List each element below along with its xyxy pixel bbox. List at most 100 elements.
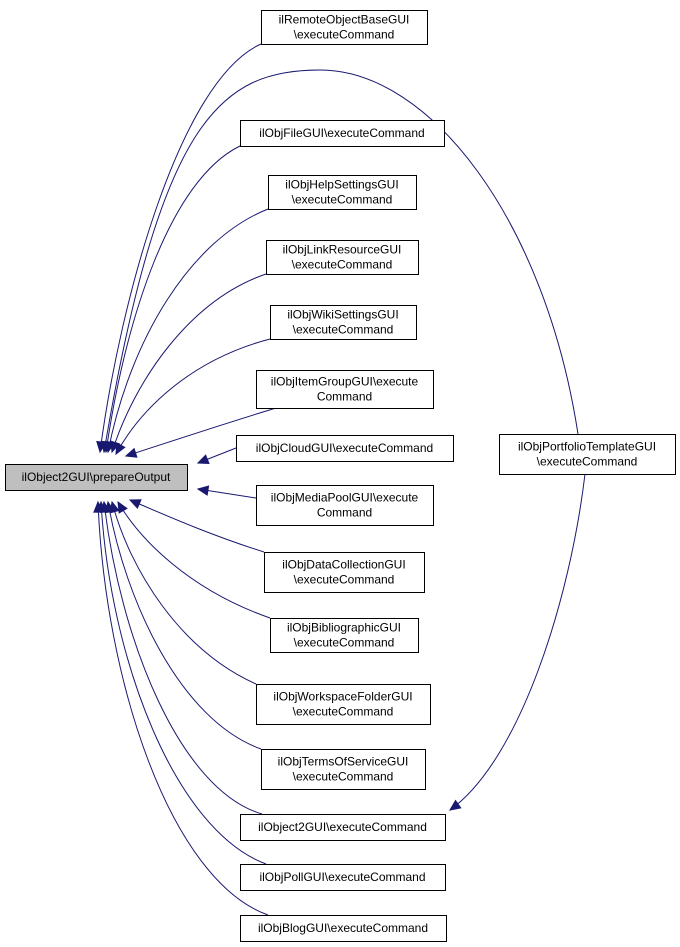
node-label-line: \executeCommand (293, 323, 394, 337)
node-label-line: ilObjWikiSettingsGUI (287, 308, 398, 322)
edge-remote-to-root (96, 43, 262, 454)
edge-poll-to-root (96, 500, 267, 865)
node-label-line: ilObject2GUI\prepareOutput (22, 470, 171, 484)
edge-portfolio-to-obj2exec (449, 473, 586, 811)
edge-line (117, 501, 271, 619)
edge-line (103, 501, 263, 815)
node-label-line: ilObjPortfolioTemplateGUI (518, 440, 656, 454)
edge-line (129, 499, 265, 553)
arrowhead-icon (93, 500, 104, 513)
edge-wiki-to-root (115, 338, 271, 456)
node-label-line: ilObjItemGroupGUI\execute (271, 375, 419, 389)
node-label-line: ilObjLinkResourceGUI (283, 243, 402, 257)
edge-wsfolder-to-root (109, 500, 257, 685)
node-label-line: \executeCommand (292, 193, 393, 207)
nodes-layer: ilObject2GUI\prepareOutput ilRemoteObject… (5, 10, 676, 942)
node-label-line: \executeCommand (293, 770, 394, 784)
node-label-line: ilObjPollGUI\executeCommand (259, 870, 425, 884)
caller-node-blog[interactable]: ilObjBlogGUI\executeCommand (240, 915, 447, 942)
node-label-line: \executeCommand (537, 455, 638, 469)
caller-node-wsfolder[interactable]: ilObjWorkspaceFolderGUI\executeCommand (256, 684, 431, 725)
edge-line (111, 501, 257, 685)
caller-node-portfolio[interactable]: ilObjPortfolioTemplateGUI\executeCommand (499, 434, 676, 475)
node-label-line: ilObjBibliographicGUI (287, 621, 401, 635)
node-box (240, 915, 447, 942)
edge-blog-to-root (93, 500, 269, 916)
edge-line (107, 501, 262, 750)
arrowhead-icon (117, 500, 128, 514)
caller-node-remote[interactable]: ilRemoteObjectBaseGUI\executeCommand (261, 10, 428, 45)
node-label-line: ilObject2GUI\executeCommand (258, 820, 427, 834)
node-box (268, 175, 417, 210)
node-label-line: ilObjFileGUI\executeCommand (259, 126, 424, 140)
node-label-line: \executeCommand (294, 636, 395, 650)
edge-biblio-to-root (117, 500, 271, 619)
edge-line (107, 208, 269, 453)
caller-node-obj2exec[interactable]: ilObject2GUI\executeCommand (240, 814, 446, 841)
caller-node-itemgroup[interactable]: ilObjItemGroupGUI\executeCommand (256, 370, 434, 409)
caller-node-tos[interactable]: ilObjTermsOfServiceGUI\executeCommand (261, 749, 426, 790)
edge-line (100, 501, 267, 865)
node-label-line: ilObjWorkspaceFolderGUI (273, 690, 412, 704)
node-label-line: ilObjMediaPoolGUI\execute (271, 491, 419, 505)
node-box (261, 10, 428, 45)
node-box (266, 240, 419, 275)
node-box (270, 618, 419, 653)
edges-layer (93, 43, 586, 916)
node-box (256, 370, 434, 409)
arrowhead-icon (449, 799, 462, 811)
edge-line (99, 43, 262, 453)
node-label-line: \executeCommand (294, 573, 395, 587)
node-label-line: ilObjTermsOfServiceGUI (278, 755, 409, 769)
caller-node-datacoll[interactable]: ilObjDataCollectionGUI\executeCommand (264, 552, 425, 593)
edge-cloud-to-root (196, 447, 237, 465)
edge-line (111, 273, 267, 453)
edge-file-to-root (102, 145, 241, 454)
root-node[interactable]: ilObject2GUI\prepareOutput (5, 464, 188, 491)
arrowhead-icon (196, 454, 210, 465)
edge-datacoll-to-root (128, 499, 265, 553)
edge-line (449, 473, 586, 811)
node-box (240, 120, 445, 147)
arrowhead-icon (124, 447, 138, 458)
caller-node-mediapool[interactable]: ilObjMediaPoolGUI\executeCommand (256, 485, 434, 526)
edge-line (125, 407, 277, 457)
node-label-line: ilObjDataCollectionGUI (282, 558, 405, 572)
edge-mediapool-to-root (196, 485, 257, 499)
arrowhead-icon (196, 485, 210, 496)
node-label-line: ilRemoteObjectBaseGUI (279, 13, 410, 27)
node-box (256, 485, 434, 526)
edge-itemgroup-to-root (124, 407, 277, 458)
node-label-line: \executeCommand (293, 705, 394, 719)
node-box (270, 305, 417, 340)
edge-help-to-root (104, 208, 269, 454)
caller-node-help[interactable]: ilObjHelpSettingsGUI\executeCommand (268, 175, 417, 210)
node-box (240, 814, 446, 841)
caller-node-wiki[interactable]: ilObjWikiSettingsGUI\executeCommand (270, 305, 417, 340)
node-label-line: \executeCommand (294, 28, 395, 42)
node-box (236, 435, 454, 462)
caller-node-file[interactable]: ilObjFileGUI\executeCommand (240, 120, 445, 147)
edge-tos-to-root (104, 500, 262, 750)
node-box (240, 864, 446, 891)
node-box (261, 749, 426, 790)
edge-obj2exec-to-root (99, 500, 263, 815)
caller-node-biblio[interactable]: ilObjBibliographicGUI\executeCommand (270, 618, 419, 653)
node-box (499, 434, 676, 475)
node-label-line: Command (317, 390, 372, 404)
arrowhead-icon (128, 499, 142, 509)
edge-line (115, 338, 271, 455)
node-label-line: Command (317, 506, 372, 520)
node-box (5, 464, 188, 491)
node-label-line: ilObjBlogGUI\executeCommand (258, 921, 428, 935)
node-label-line: ilObjCloudGUI\executeCommand (256, 441, 433, 455)
caller-node-link[interactable]: ilObjLinkResourceGUI\executeCommand (266, 240, 419, 275)
caller-node-poll[interactable]: ilObjPollGUI\executeCommand (240, 864, 446, 891)
edge-line (103, 69, 579, 453)
node-box (256, 684, 431, 725)
edge-line (97, 501, 269, 916)
edge-line (105, 145, 241, 453)
caller-node-cloud[interactable]: ilObjCloudGUI\executeCommand (236, 435, 454, 462)
node-label-line: \executeCommand (292, 258, 393, 272)
